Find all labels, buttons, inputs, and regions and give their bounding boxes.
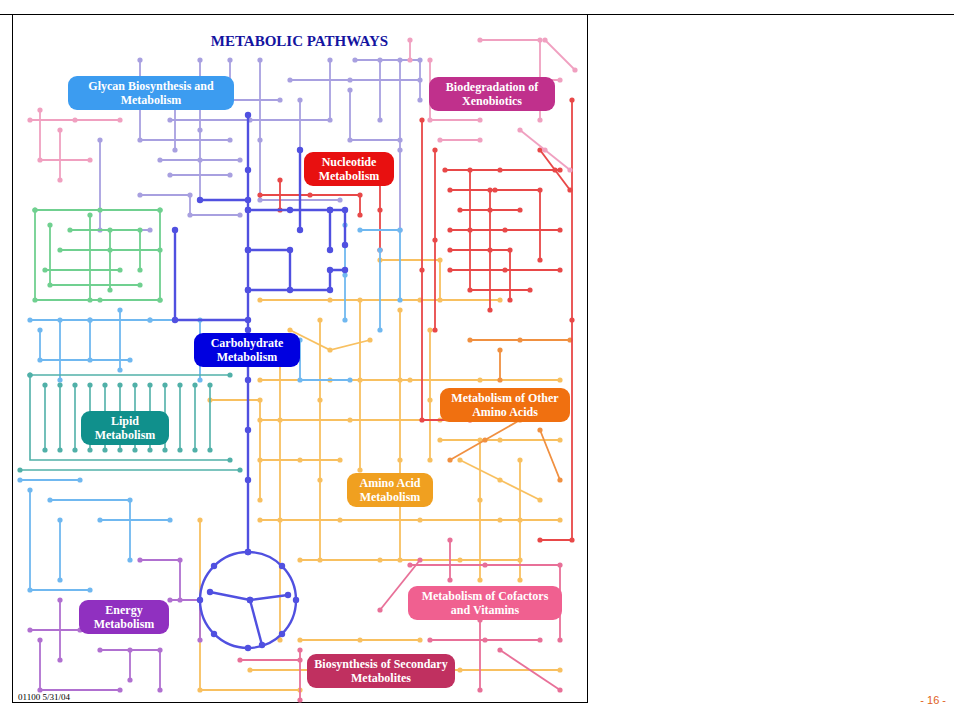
pathway-label: Nucleotide Metabolism [304,152,394,186]
map-title: METABOLIC PATHWAYS [12,33,587,50]
pathway-label: Glycan Biosynthesis and Metabolism [68,76,234,110]
pathway-label: Energy Metabolism [79,600,169,634]
pathway-label: Lipid Metabolism [81,411,169,445]
pathway-label: Carbohydrate Metabolism [194,333,300,367]
pathway-name: Biosynthesis of Secondary Metabolites [313,657,449,685]
pathway-name: Nucleotide Metabolism [310,155,388,183]
pathway-label: Biodegradation of Xenobiotics [429,77,555,111]
pathway-label: Biosynthesis of Secondary Metabolites [307,654,455,688]
pathway-name: Carbohydrate Metabolism [200,336,294,364]
pathway-name: Amino Acid Metabolism [353,476,427,504]
pathway-label: Metabolism of Other Amino Acids [440,388,570,422]
pathway-name: Energy Metabolism [85,603,163,631]
pathway-label: Amino Acid Metabolism [347,473,433,507]
pathway-name: Metabolism of Other Amino Acids [446,391,564,419]
pathway-name: Lipid Metabolism [87,414,163,442]
map-id-date: 01100 5/31/04 [18,692,70,702]
pathway-name: Glycan Biosynthesis and Metabolism [74,79,228,107]
pathway-name: Biodegradation of Xenobiotics [435,80,549,108]
pathway-name: Metabolism of Cofactors and Vitamins [414,589,556,617]
pathway-label: Metabolism of Cofactors and Vitamins [408,586,562,620]
page-number: - 16 - [920,694,946,706]
